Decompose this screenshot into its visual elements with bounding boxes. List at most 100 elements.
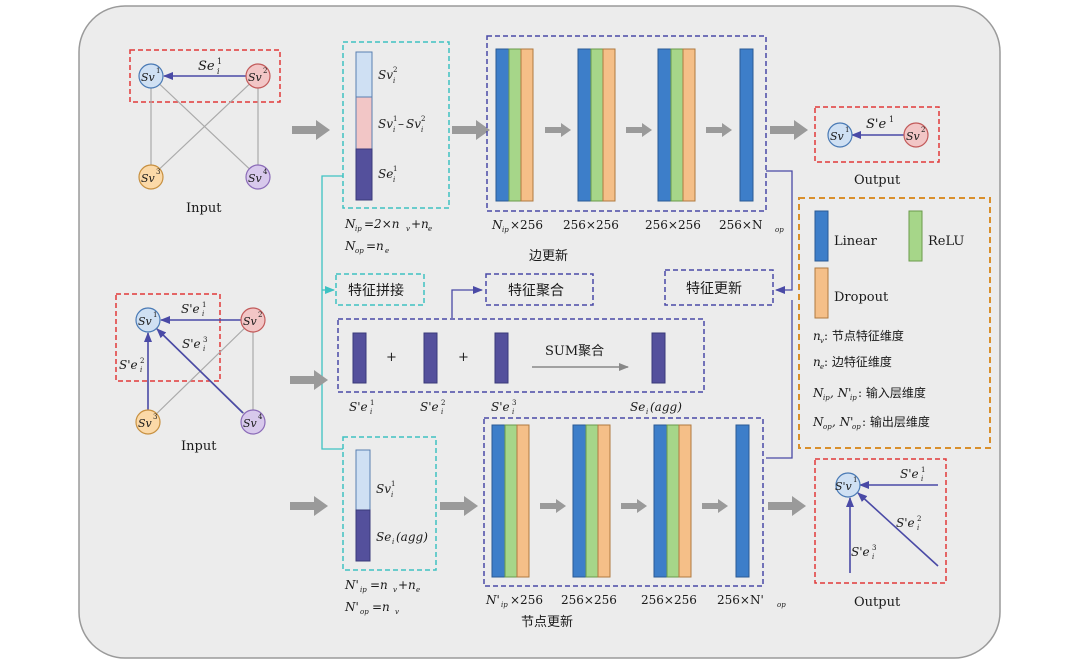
bottom-output-label: Output	[854, 595, 901, 610]
svg-text:i: i	[392, 538, 394, 546]
svg-text:i: i	[203, 345, 205, 353]
agg-edge-slot	[423, 332, 438, 384]
node-concat-item: Sv	[376, 482, 391, 496]
svg-text:3: 3	[156, 168, 160, 176]
edge-nop-formula: =n	[366, 239, 384, 253]
relu-layer	[666, 424, 680, 578]
svg-text:op: op	[360, 608, 369, 616]
svg-text:i: i	[217, 67, 220, 76]
dropout-layer	[602, 48, 616, 202]
svg-text:e: e	[385, 247, 389, 255]
concat-slot-se	[355, 148, 373, 201]
legend-relu-swatch	[908, 210, 923, 262]
svg-text:N': N'	[344, 578, 359, 592]
svg-text:Sv: Sv	[138, 315, 153, 328]
node-layer-label: 256×N'	[717, 593, 764, 607]
top-output-label: Output	[854, 173, 901, 188]
svg-text:i: i	[393, 176, 395, 184]
feature-concat-label: 特征拼接	[348, 282, 404, 299]
svg-text:Sv: Sv	[138, 417, 153, 430]
svg-text:ip: ip	[823, 394, 830, 402]
svg-text:ip: ip	[850, 394, 857, 402]
svg-text:op: op	[852, 423, 861, 431]
legend-dropout-label: Dropout	[834, 290, 889, 305]
node-layer-label: 256×256	[641, 593, 697, 607]
svg-text:op: op	[355, 247, 364, 255]
svg-text:1: 1	[217, 57, 222, 66]
feature-concat-tag	[335, 273, 425, 306]
edge-nip-formula: N	[344, 217, 356, 231]
node-layer-label: 256×256	[561, 593, 617, 607]
svg-text:v: v	[820, 337, 824, 345]
concat-slot-sv2	[355, 51, 373, 98]
svg-text:e: e	[416, 586, 420, 594]
node-to-update-connector	[766, 300, 793, 459]
top-edge-highlight-box	[129, 49, 281, 103]
linear-layer	[495, 48, 510, 202]
relu-layer	[670, 48, 684, 202]
concat-item-label: Se	[378, 167, 393, 181]
concat-item-label: Sv	[378, 68, 393, 82]
background-panel	[78, 5, 1001, 659]
node-mlp-box	[483, 417, 764, 587]
svg-text:i: i	[921, 475, 923, 483]
edge-nip-rhs: =2×n	[364, 217, 399, 231]
svg-text:2: 2	[441, 399, 445, 407]
agg-result-label: Se	[630, 400, 645, 414]
svg-text:e: e	[428, 225, 432, 233]
node-concat-slot-sv	[355, 449, 371, 511]
node-sv4	[245, 164, 271, 190]
svg-text:S'e: S'e	[900, 467, 919, 481]
feature-update-tag	[664, 269, 774, 306]
feature-agg-tag	[485, 273, 594, 306]
svg-text:Sv: Sv	[830, 130, 845, 143]
svg-text:i: i	[140, 366, 142, 374]
node-layer-label: ×256	[510, 593, 543, 607]
svg-text:2: 2	[421, 115, 425, 123]
bottom-output-node-label: S'v	[835, 480, 853, 493]
dropout-layer	[682, 48, 696, 202]
svg-text:2: 2	[921, 126, 925, 134]
svg-text:i: i	[393, 126, 395, 134]
legend-nv: : 节点特征维度	[824, 328, 904, 343]
top-input-label: Input	[186, 201, 222, 216]
node-label: Sv	[141, 71, 156, 84]
svg-text:1: 1	[853, 476, 857, 484]
agg-edge-slot	[494, 332, 509, 384]
relu-layer	[504, 424, 518, 578]
svg-text:e: e	[820, 363, 824, 371]
edge-update-title: 边更新	[529, 248, 568, 264]
svg-text:Sv: Sv	[906, 130, 921, 143]
svg-text:+n: +n	[398, 578, 416, 592]
relu-layer	[590, 48, 604, 202]
agg-result-slot	[651, 332, 666, 384]
svg-text:i: i	[421, 126, 423, 134]
svg-text:i: i	[393, 77, 395, 85]
svg-text:i: i	[917, 524, 919, 532]
svg-text:N: N	[812, 415, 824, 429]
plus-sign: +	[386, 350, 397, 365]
concat-item-label: Sv	[406, 117, 421, 131]
svg-text:i: i	[646, 408, 648, 416]
top-output-edge-label: S'e	[866, 117, 886, 132]
svg-text:op: op	[823, 423, 832, 431]
svg-text:4: 4	[258, 413, 263, 421]
svg-text:Sv: Sv	[243, 417, 258, 430]
node-sv3	[138, 164, 164, 190]
node-concat-suffix: (agg)	[396, 530, 428, 544]
svg-text:op: op	[775, 226, 784, 234]
feature-update-label: 特征更新	[686, 281, 742, 297]
concat-slot-diff	[355, 96, 373, 150]
linear-layer	[653, 424, 668, 578]
svg-text:2: 2	[393, 66, 397, 74]
legend-relu-label: ReLU	[928, 234, 964, 249]
svg-text:1: 1	[391, 480, 395, 488]
legend-linear-label: Linear	[834, 234, 878, 249]
svg-text:i: i	[391, 491, 393, 499]
